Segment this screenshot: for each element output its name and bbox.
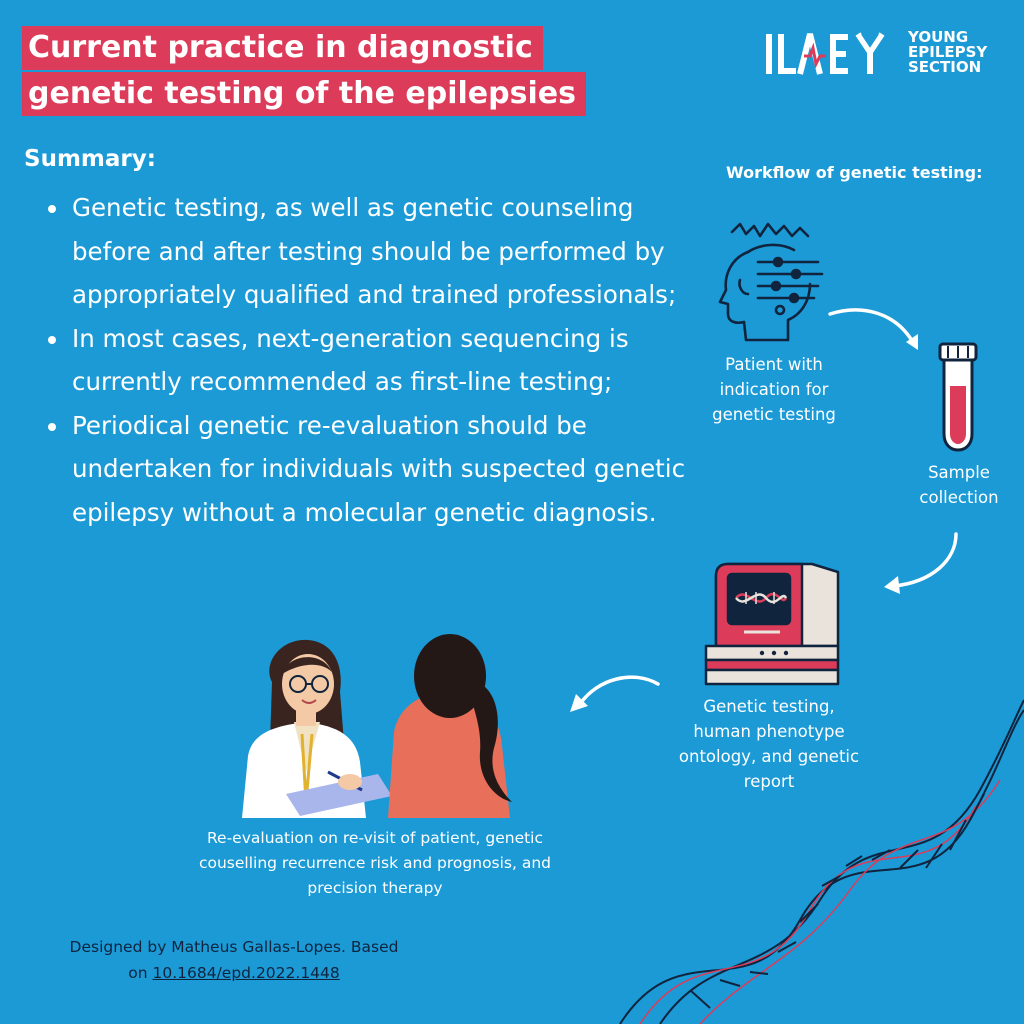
logo-line-2: EPILEPSY [908,43,988,61]
doi-link[interactable]: 10.1684/epd.2022.1448 [152,964,340,982]
credit-on: on [128,964,148,982]
title-line-1: Current practice in diagnostic [22,26,543,70]
workflow-reevaluation-caption: Re-evaluation on re-visit of patient, ge… [198,829,552,897]
logo-line-3: SECTION [908,58,982,76]
workflow-testing-caption: Genetic testing, human phenotype ontolog… [678,697,860,791]
workflow-sample-caption: Sample collection [919,463,999,507]
summary-heading: Summary: [24,146,156,172]
workflow-patient-caption: Patient with indication for genetic test… [712,355,836,424]
title-line-2: genetic testing of the epilepsies [22,72,586,116]
summary-item: Genetic testing, as well as genetic coun… [44,186,694,317]
arrow-left-curve-icon [884,532,958,594]
workflow-heading: Workflow of genetic testing: [726,163,983,182]
doctor-patient-illustration [242,634,512,818]
dna-sequencer-icon [704,562,840,686]
arrow-right-curve-icon [828,308,918,350]
credit-text: Designed by Matheus Gallas-Lopes. Based [69,938,399,956]
designer-credit: Designed by Matheus Gallas-Lopes. Based … [44,934,424,986]
summary-item: Periodical genetic re-evaluation should … [44,404,694,535]
arrow-up-left-curve-icon [570,675,660,712]
summary-list: Genetic testing, as well as genetic coun… [44,186,694,534]
summary-item: In most cases, next-generation sequencin… [44,317,694,404]
credit-source: on 10.1684/epd.2022.1448 [44,960,424,986]
test-tube-icon [938,342,978,452]
ilae-logo-icon [766,32,885,75]
page-title: Current practice in diagnostic genetic t… [22,26,586,118]
logo-text: YOUNG EPILEPSY SECTION [908,30,987,75]
dna-helix-decoration [619,699,1024,1024]
head-brain-icon [718,222,824,342]
logo-line-1: YOUNG [908,28,969,46]
